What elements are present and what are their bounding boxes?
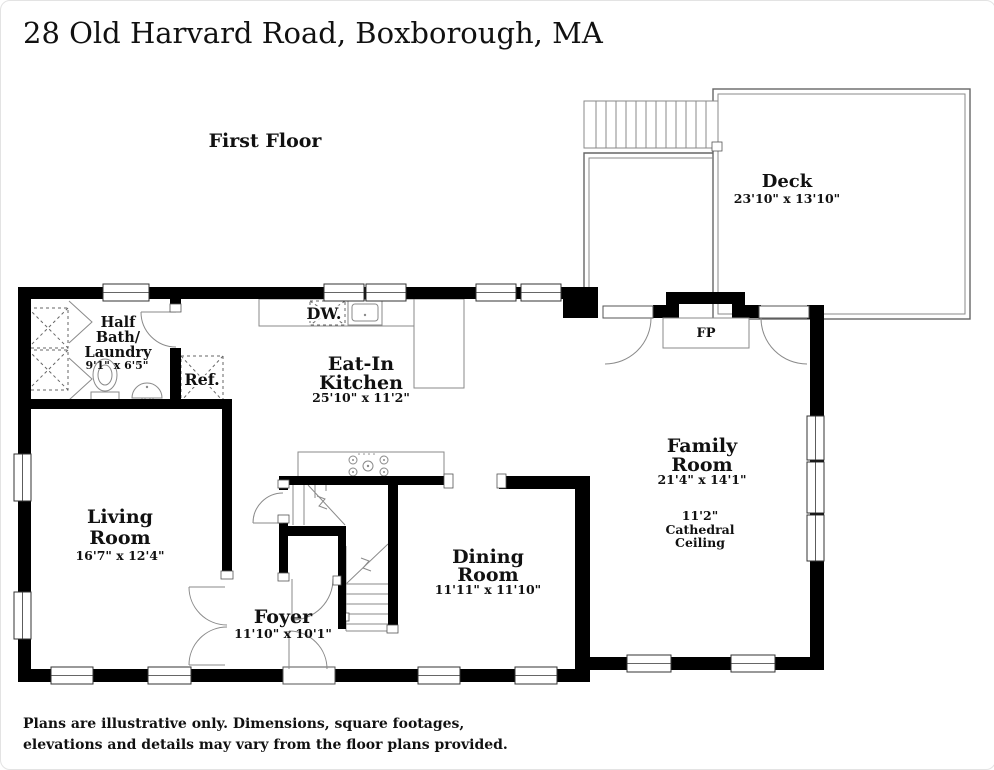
deck-door-left — [602, 305, 654, 319]
halfbath-label-3: Laundry — [85, 344, 152, 361]
basement-stairs — [292, 484, 346, 526]
bath-door — [140, 311, 177, 348]
kitchen-label-1: Eat-In — [328, 353, 394, 375]
family-label-1: Family — [667, 435, 738, 457]
toilet — [90, 358, 120, 404]
family-ceiling-2: Cathedral — [665, 522, 734, 537]
bifold-doors — [68, 300, 93, 401]
floor-label: First Floor — [209, 130, 323, 152]
dining-dims: 11'11" x 11'10" — [435, 582, 541, 597]
kitchen-sink — [347, 293, 383, 326]
refrigerator-label: Ref. — [184, 370, 219, 389]
front-door — [282, 630, 336, 685]
dishwasher-box — [309, 300, 346, 326]
deck-stairs — [583, 100, 723, 152]
kitchen-label-2: Kitchen — [319, 372, 403, 394]
main-stairs — [341, 543, 389, 632]
family-ceiling-1: 11'2" — [682, 508, 718, 523]
deck-door-right — [758, 305, 810, 319]
fireplace-chimney — [666, 292, 745, 318]
door-jambs — [169, 303, 507, 634]
foyer-closet-door — [291, 578, 334, 621]
living-foyer-double-doors — [188, 586, 228, 666]
doors — [140, 303, 810, 685]
foyer-label: Foyer — [254, 606, 313, 628]
halfbath-dims: 9'1" x 6'5" — [85, 359, 148, 372]
deck-dims: 23'10" x 13'10" — [734, 191, 840, 206]
living-dims: 16'7" x 12'4" — [75, 548, 164, 563]
halfbath-label-2: Bath/ — [96, 329, 141, 346]
dining-label-2: Room — [457, 564, 518, 586]
kitchen-dims: 25'10" x 11'2" — [312, 390, 410, 405]
dishwasher-label: DW. — [307, 304, 342, 323]
kitchen-counter — [258, 298, 465, 389]
fireplace-box — [662, 317, 750, 349]
windows — [13, 283, 825, 685]
dining-label-1: Dining — [452, 546, 524, 568]
family-dims: 21'4" x 14'1" — [657, 472, 746, 487]
page-title: 28 Old Harvard Road, Boxborough, MA — [23, 16, 604, 50]
halfbath-label-1: Half — [101, 314, 138, 331]
labels: 28 Old Harvard Road, Boxborough, MA Firs… — [23, 16, 840, 753]
family-label-2: Room — [671, 454, 732, 476]
living-label-2: Room — [89, 527, 150, 549]
washer-dryer-boxes — [27, 307, 69, 391]
disclaimer-line-2: elevations and details may vary from the… — [23, 737, 508, 753]
living-label-1: Living — [87, 506, 153, 528]
deck-stair-newel — [711, 141, 723, 152]
deck-outline — [583, 88, 971, 320]
deck-label: Deck — [762, 171, 813, 192]
bath-sink — [131, 382, 163, 404]
fireplace-label: FP — [696, 326, 715, 341]
family-ceiling-3: Ceiling — [675, 535, 725, 550]
disclaimer-line-1: Plans are illustrative only. Dimensions,… — [23, 716, 464, 732]
kitchen-island-cooktop — [297, 451, 445, 478]
foyer-dims: 11'10" x 10'1" — [234, 626, 332, 641]
